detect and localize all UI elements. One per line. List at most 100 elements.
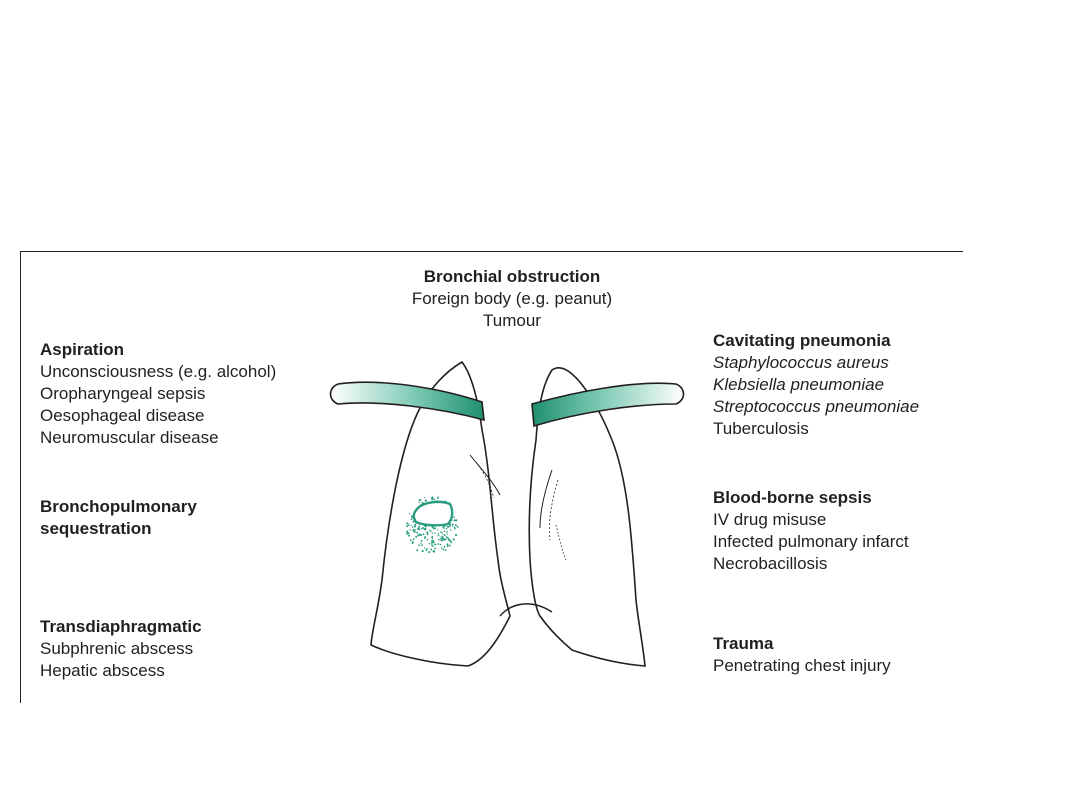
abscess-speckle — [433, 527, 435, 530]
abscess-speckle — [437, 532, 440, 534]
abscess-speckle — [432, 550, 435, 553]
abscess-speckle — [446, 533, 448, 535]
abscess-speckle — [411, 517, 414, 519]
abscess-speckle — [453, 539, 455, 541]
abscess-speckle — [417, 526, 419, 528]
abscess-speckle — [420, 499, 422, 501]
abscess-speckle — [406, 532, 409, 535]
abscess-speckle — [420, 542, 422, 545]
abscess-speckle — [409, 529, 411, 531]
abscess-speckle — [437, 529, 439, 531]
abscess-speckle — [433, 498, 435, 501]
abscess-speckle — [431, 532, 433, 534]
abscess-speckle — [429, 529, 431, 532]
trauma-item: Penetrating chest injury — [713, 656, 891, 675]
trauma-group: Trauma Penetrating chest injury — [713, 633, 973, 677]
blood-borne-sepsis-item: IV drug misuse — [713, 510, 827, 529]
bronchopulmonary-group: Bronchopulmonary sequestration — [40, 496, 300, 540]
abscess-speckle — [412, 530, 415, 533]
abscess-speckle — [426, 548, 428, 550]
abscess-speckle — [443, 527, 445, 530]
abscess-speckle — [410, 515, 413, 518]
abscess-speckle — [446, 545, 449, 548]
abscess-speckle — [428, 542, 431, 545]
abscess-speckle — [437, 543, 440, 545]
abscess-speckle — [456, 525, 459, 528]
bronchial-obstruction-item: Foreign body (e.g. peanut) — [411, 289, 613, 308]
abscess-speckle — [445, 538, 447, 540]
abscess-speckle — [408, 513, 411, 515]
abscess-speckle — [440, 539, 443, 542]
abscess-speckle — [430, 548, 432, 551]
abscess-speckle — [437, 538, 440, 541]
abscess-speckle — [410, 518, 413, 521]
abscess-speckle — [444, 549, 447, 552]
abscess-speckle — [431, 496, 434, 499]
abscess-speckle — [408, 534, 411, 537]
abscess-speckle — [446, 536, 448, 539]
abscess-speckle — [406, 525, 409, 528]
transdiaphragmatic-group: Transdiaphragmatic Subphrenic abscess He… — [40, 616, 300, 682]
abscess-speckle — [415, 535, 418, 538]
bronchopulmonary-heading-line1: Bronchopulmonary — [40, 497, 197, 516]
bronchial-obstruction-heading: Bronchial obstruction — [423, 267, 601, 286]
abscess-speckle — [433, 547, 436, 550]
abscess-speckle — [434, 543, 436, 546]
abscess-speckle — [442, 548, 445, 551]
frame-left-border — [20, 251, 21, 703]
abscess-speckle — [414, 523, 417, 526]
abscess-speckle — [433, 541, 435, 544]
cavitating-pneumonia-item: Staphylococcus aureus — [713, 353, 889, 372]
abscess-speckle — [431, 544, 433, 546]
abscess-speckle — [417, 534, 420, 537]
transdiaphragmatic-item: Hepatic abscess — [40, 661, 165, 680]
abscess-speckle — [448, 544, 451, 547]
bronchial-obstruction-group: Bronchial obstruction Foreign body (e.g.… — [380, 266, 644, 332]
abscess-speckle — [450, 541, 453, 544]
transdiaphragmatic-item: Subphrenic abscess — [40, 639, 194, 658]
cavitating-pneumonia-item: Tuberculosis — [713, 419, 809, 438]
abscess-speckle — [440, 547, 443, 549]
abscess-speckle — [412, 538, 415, 540]
abscess-speckle — [407, 532, 410, 534]
right-lung-fissure — [539, 469, 553, 529]
abscess-speckle — [406, 522, 409, 525]
abscess-speckle — [412, 520, 415, 523]
abscess-speckle — [428, 551, 431, 554]
abscess-speckle — [411, 540, 414, 543]
abscess-speckle — [418, 499, 421, 502]
abscess-speckle — [425, 499, 428, 502]
abscess-speckle — [442, 538, 445, 541]
abscess-speckle — [426, 538, 429, 541]
cavitating-pneumonia-item: Streptococcus pneumoniae — [713, 397, 920, 416]
transdiaphragmatic-heading: Transdiaphragmatic — [40, 617, 202, 636]
cavitating-pneumonia-group: Cavitating pneumonia Staphylococcus aure… — [713, 330, 973, 440]
abscess-speckle — [424, 527, 427, 531]
right-bronchus — [531, 382, 685, 428]
abscess-speckle — [422, 533, 425, 536]
blood-borne-sepsis-item: Infected pulmonary infarct — [713, 532, 909, 551]
abscess-speckle — [443, 545, 446, 548]
abscess-speckle — [423, 547, 426, 549]
abscess-speckle — [416, 549, 419, 552]
abscess-speckle — [441, 532, 443, 534]
abscess-speckle — [453, 516, 455, 518]
abscess-speckle — [426, 531, 429, 534]
abscess-speckle — [421, 527, 423, 530]
aspiration-item: Oropharyngeal sepsis — [40, 384, 206, 403]
aspiration-item: Unconsciousness (e.g. alcohol) — [40, 362, 277, 381]
abscess-speckle — [416, 531, 419, 534]
abscess-speckle — [451, 525, 454, 528]
abscess-speckle — [418, 525, 421, 528]
abscess-speckle — [430, 541, 434, 544]
bronchial-obstruction-item: Tumour — [483, 311, 541, 330]
abscess-speckle — [434, 532, 436, 534]
abscess-speckle — [411, 542, 414, 544]
abscess-speckle — [417, 527, 420, 531]
abscess-speckle — [440, 535, 443, 538]
abscess-speckle — [424, 526, 426, 528]
abscess-speckle — [407, 524, 410, 526]
abscess-speckle — [406, 530, 409, 533]
abscess-speckle — [440, 537, 442, 540]
abscess-speckle — [421, 544, 423, 547]
